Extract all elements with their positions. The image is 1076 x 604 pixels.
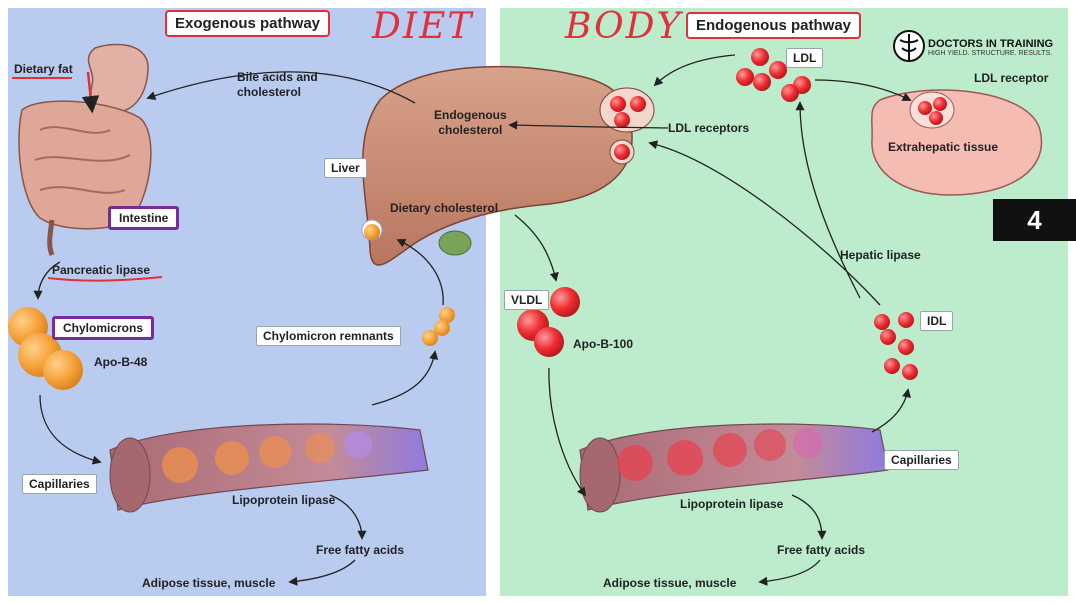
label-free-fatty-acids-left: Free fatty acids [316,543,405,557]
liver-shape [362,65,633,266]
label-bile-acids: Bile acids and cholesterol [237,70,318,99]
label-dietary-fat: Dietary fat [14,62,73,76]
label-chylomicron-remnants: Chylomicron remnants [256,326,401,346]
label-dietary-cholesterol: Dietary cholesterol [390,201,499,215]
label-free-fatty-acids-right: Free fatty acids [777,543,866,557]
endogenous-title: Endogenous pathway [686,12,862,39]
logo-tagline: HIGH YIELD. STRUCTURE. RESULTS. [928,50,1053,57]
label-adipose-right: Adipose tissue, muscle [603,576,737,590]
label-adipose-left: Adipose tissue, muscle [142,576,276,590]
label-extrahepatic-tissue: Extrahepatic tissue [888,140,999,154]
label-apo-b100: Apo-B-100 [573,337,634,351]
handwritten-body: BODY [565,6,683,47]
label-vldl: VLDL [504,290,550,310]
label-idl: IDL [920,311,954,331]
logo-title: DOCTORS IN TRAINING [928,38,1054,50]
label-intestine: Intestine [108,206,180,230]
stomach-shape [87,43,149,114]
label-endogenous-cholesterol: Endogenous cholesterol [434,108,507,137]
label-lipoprotein-lipase-left: Lipoprotein lipase [232,493,336,507]
label-pancreatic-lipase: Pancreatic lipase [52,263,151,277]
label-apo-b48: Apo-B-48 [94,355,148,369]
label-ldl-receptor: LDL receptor [974,71,1049,85]
label-hepatic-lipase: Hepatic lipase [840,248,921,262]
exogenous-title: Exogenous pathway [165,10,331,37]
label-capillaries-right: Capillaries [884,450,959,470]
label-ldl-receptors: LDL receptors [668,121,750,135]
gallbladder-shape [438,230,472,256]
caduceus-icon [893,30,925,62]
label-chylomicrons: Chylomicrons [52,316,155,340]
slide-number-badge: 4 [993,199,1076,241]
label-ldl: LDL [786,48,824,68]
handwritten-diet: DIET [372,6,474,47]
label-lipoprotein-lipase-right: Lipoprotein lipase [680,497,784,511]
label-capillaries-left: Capillaries [22,474,97,494]
label-liver: Liver [324,158,367,178]
